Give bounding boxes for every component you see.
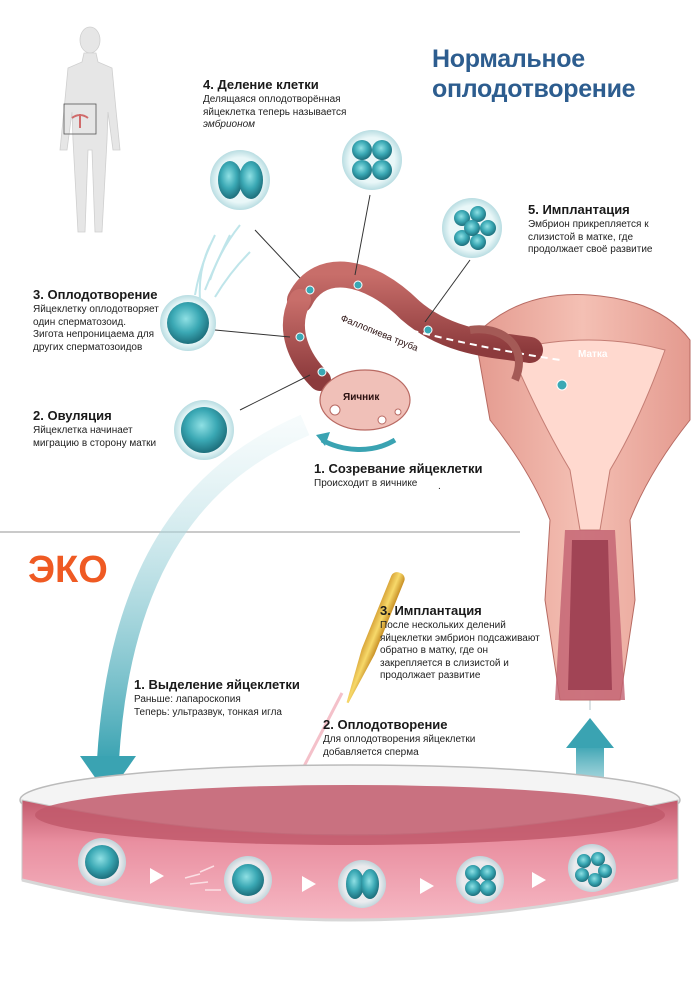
body-zoom-box (63, 103, 97, 135)
step-1-text: Происходит в яичнике (314, 478, 418, 489)
cell-2cell (210, 150, 270, 210)
step-1-title: 1. Созревание яйцеклетки (314, 461, 483, 476)
step-5-implantation: 5. Имплантация Эмбрион прикрепляется к с… (528, 202, 698, 257)
pipette (346, 572, 405, 704)
eko-step-3-line-2: яйцеклетки эмбрион подсаживают (380, 632, 540, 644)
fallopian-tube (287, 261, 543, 363)
page-title: Нормальное оплодотворение (432, 44, 636, 104)
step-5-line-2: слизистой в матке, где (528, 231, 634, 243)
step-4-title: 4. Деление клетки (203, 77, 319, 92)
step-5-line-1: Эмбрион прикрепляется к (528, 219, 649, 230)
dish-progress-arrows (150, 868, 546, 894)
step-3-line-2: один сперматозоид. (33, 316, 126, 328)
eko-step-1-title: 1. Выделение яйцеклетки (134, 677, 300, 692)
eko-step-3-line-1: После нескольких делений (380, 620, 506, 631)
eko-step-1-line-1: Раньше: лапароскопия (134, 694, 241, 705)
step-2-line-2: миграцию в сторону матки (33, 437, 157, 449)
eko-step-3-title: 3. Имплантация (380, 603, 482, 618)
step-3-line-1: Яйцеклетку оплодотворяет (33, 304, 159, 315)
dish-cell-2 (224, 856, 272, 904)
label-uterus: Матка (578, 349, 608, 360)
step-5-line-3: продолжает своё развитие (528, 244, 653, 255)
step-4-line-3: эмбрионом (203, 119, 256, 130)
sperm-cluster (194, 224, 251, 301)
label-ovary: Яичник (343, 392, 380, 403)
step-1-maturation: 1. Созревание яйцеклетки Происходит в яи… (314, 461, 514, 491)
eko-step-3-line-5: продолжает развитие (380, 670, 481, 681)
title-line-1: Нормальное (432, 45, 585, 73)
uterus-graphic (474, 294, 691, 701)
petri-dish (19, 764, 681, 922)
eko-step-3-implantation: 3. Имплантация После нескольких делений … (380, 603, 560, 683)
cell-8cell (442, 198, 502, 258)
eko-step-3-line-4: закрепляется в слизистой и (380, 657, 509, 669)
stray-dot: . (438, 481, 441, 492)
eko-step-2-title: 2. Оплодотворение (323, 717, 448, 732)
step-3-line-3: Зигота непроницаема для (33, 329, 155, 340)
step-2-ovulation: 2. Овуляция Яйцеклетка начинает миграцию… (33, 408, 183, 450)
step-4-line-2: яйцеклетка теперь называется (203, 106, 347, 118)
dish-cell-3 (338, 860, 386, 908)
title-line-2: оплодотворение (432, 75, 636, 103)
dish-cell-1 (78, 838, 126, 886)
cell-oocyte-ovulation (174, 400, 234, 460)
eko-title: ЭКО (28, 549, 108, 591)
dish-cell-5 (568, 844, 616, 892)
retrieval-arrow (97, 414, 310, 761)
ovary (319, 369, 411, 431)
step-4-line-1: Делящаяся оплодотворённая (203, 94, 341, 105)
eko-step-2-fertilization: 2. Оплодотворение Для оплодотворения яйц… (323, 717, 503, 759)
step-3-fertilization: 3. Оплодотворение Яйцеклетку оплодотворя… (33, 287, 173, 354)
step-3-title: 3. Оплодотворение (33, 287, 158, 302)
step-2-line-1: Яйцеклетка начинает (33, 425, 133, 436)
eko-step-2-line-2: добавляется сперма (323, 746, 419, 758)
eko-step-1-retrieval: 1. Выделение яйцеклетки Раньше: лапароск… (134, 677, 314, 719)
step-4-cell-division: 4. Деление клетки Делящаяся оплодотворён… (203, 77, 403, 132)
step-5-title: 5. Имплантация (528, 202, 630, 217)
cell-zygote (160, 295, 216, 351)
eko-step-3-line-3: обратно в матку, где он (380, 645, 489, 656)
dish-cell-4 (456, 856, 504, 904)
eko-step-1-line-2: Теперь: ультразвук, тонкая игла (134, 706, 282, 718)
eko-step-2-line-1: Для оплодотворения яйцеклетки (323, 734, 476, 745)
step-2-title: 2. Овуляция (33, 408, 112, 423)
body-silhouette (59, 26, 121, 233)
cell-4cell (342, 130, 402, 190)
step-3-line-4: других сперматозоидов (33, 341, 143, 353)
